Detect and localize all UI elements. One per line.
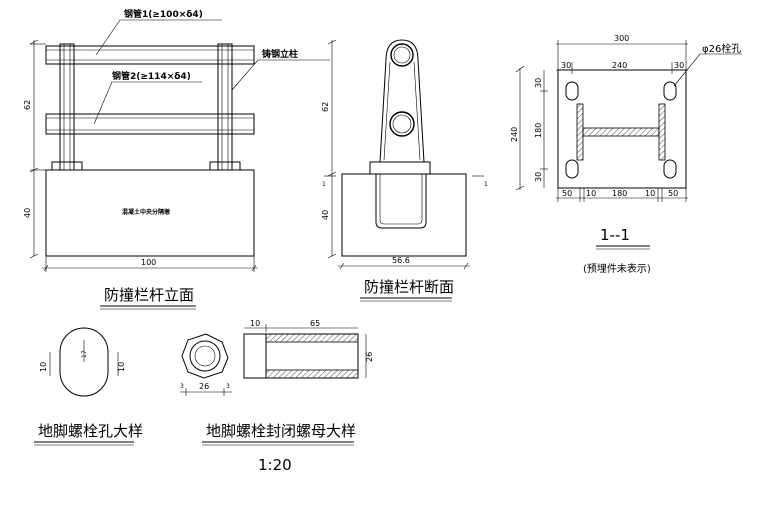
cut-mark-right: 1 xyxy=(484,181,488,188)
nut-detail: 3 26 3 10 65 26 地脚螺栓封闭螺母大样 1:20 xyxy=(180,319,374,474)
hole-label: φ26栓孔 xyxy=(702,42,741,55)
hole-tr xyxy=(663,81,677,101)
dim-sect-width: 56.6 xyxy=(392,256,410,265)
nut-plan xyxy=(181,333,229,379)
section-pipe-top xyxy=(390,43,414,67)
dim-elev-width: 100 xyxy=(141,258,156,267)
plate-note: (预埋件未表示) xyxy=(583,262,651,275)
dim-hole-left: 10 xyxy=(39,362,48,372)
hole-detail: 10 10 17 地脚螺栓孔大样 xyxy=(34,327,143,446)
dim-elev-bottom: 40 xyxy=(23,208,32,218)
h-section xyxy=(582,127,660,137)
caption-nut: 地脚螺栓封闭螺母大样 xyxy=(206,422,356,440)
hole-br xyxy=(663,159,677,179)
pipe-lower xyxy=(45,113,255,135)
label-pipe1: 钢管1(≥100×δ4) xyxy=(124,8,203,20)
dim-plate-inner: 240 xyxy=(612,61,627,70)
plate-view: 300 30 240 30 φ26栓孔 240 30 180 30 50 10 … xyxy=(510,34,742,275)
dim-elev-top: 62 xyxy=(23,100,32,110)
dim-nut-len2: 65 xyxy=(310,319,320,328)
pipe-top xyxy=(45,45,255,65)
dim-b2: 10 xyxy=(586,189,596,198)
post-right xyxy=(217,43,233,171)
dim-plate-overall: 300 xyxy=(614,34,629,43)
dim-b4: 10 xyxy=(645,189,655,198)
label-pipe2: 钢管2(≥114×δ4) xyxy=(112,70,191,82)
hole-tl xyxy=(565,81,579,101)
scale-label: 1:20 xyxy=(258,456,292,474)
dim-nut-dia: 26 xyxy=(365,352,374,362)
section-post xyxy=(379,39,425,163)
dim-v-bot: 30 xyxy=(534,172,543,182)
dim-nut-a: 3 xyxy=(180,383,184,390)
dim-nut-len1: 10 xyxy=(250,319,260,328)
dim-sect-top: 62 xyxy=(321,102,330,112)
dim-hole-inner: 17 xyxy=(81,350,88,358)
dim-b5: 50 xyxy=(668,189,678,198)
dim-v-mid: 180 xyxy=(534,123,543,138)
cut-mark-left: 1 xyxy=(322,181,326,188)
post-left xyxy=(59,43,75,171)
dim-sect-bottom: 40 xyxy=(321,210,330,220)
anchor-hole xyxy=(59,327,109,397)
label-post: 铸钢立柱 xyxy=(262,48,298,60)
dim-b3: 180 xyxy=(612,189,627,198)
dim-plate-height: 240 xyxy=(510,127,519,142)
dim-edge-left: 30 xyxy=(561,61,571,70)
dim-v-top: 30 xyxy=(534,78,543,88)
dim-b1: 50 xyxy=(562,189,572,198)
section-view: 1 1 62 40 56.6 防撞栏杆断面 xyxy=(321,39,488,302)
dim-edge-right: 30 xyxy=(674,61,684,70)
caption-plate: 1--1 xyxy=(600,226,630,244)
dim-nut-c: 3 xyxy=(226,383,230,390)
dim-hole-right: 10 xyxy=(117,362,126,372)
elevation-view: 钢管1(≥100×δ4) 钢管2(≥114×δ4) 铸钢立柱 混凝土中央分隔墩 … xyxy=(23,8,330,310)
caption-hole: 地脚螺栓孔大样 xyxy=(38,422,143,440)
concrete-base xyxy=(45,169,255,257)
label-base: 混凝土中央分隔墩 xyxy=(122,208,171,216)
hole-bl xyxy=(565,159,579,179)
section-base xyxy=(341,173,467,257)
caption-section: 防撞栏杆断面 xyxy=(364,278,454,296)
dim-nut-b: 26 xyxy=(199,382,209,391)
caption-elevation: 防撞栏杆立面 xyxy=(104,286,194,304)
section-pipe-lower xyxy=(389,111,415,137)
